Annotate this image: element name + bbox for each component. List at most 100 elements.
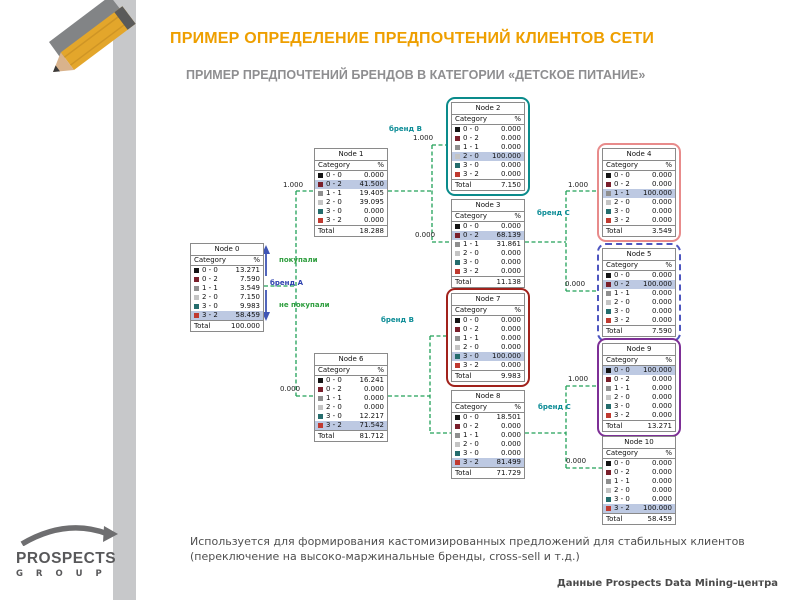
- brand-c-label: бренд C: [537, 209, 570, 217]
- category-color-swatch: [455, 224, 460, 229]
- node-column-headers: Category%: [315, 161, 387, 171]
- category-color-swatch: [606, 191, 611, 196]
- not-bought-label: не покупали: [279, 301, 330, 309]
- node-title: Node 1: [315, 149, 387, 161]
- category-color-swatch: [606, 182, 611, 187]
- category-color-swatch: [455, 251, 460, 256]
- pencil-wood-tip: [53, 52, 74, 72]
- edge-probability-label: 1.000: [413, 134, 434, 142]
- category-color-swatch: [606, 209, 611, 214]
- category-color-swatch: [318, 378, 323, 383]
- edge-probability-label: 0.000: [415, 231, 436, 239]
- category-color-swatch: [455, 154, 460, 159]
- category-color-swatch: [318, 387, 323, 392]
- category-color-swatch: [606, 291, 611, 296]
- node-title: Node 8: [452, 391, 524, 403]
- category-color-swatch: [606, 173, 611, 178]
- category-color-swatch: [455, 451, 460, 456]
- edge-probability-label: 1.000: [568, 375, 589, 383]
- category-color-swatch: [606, 479, 611, 484]
- category-color-swatch: [455, 460, 460, 465]
- node-title: Node 0: [191, 244, 263, 256]
- logo-swoosh-arrow-icon: [20, 525, 118, 547]
- edge-probability-label: 0.000: [566, 457, 587, 465]
- category-color-swatch: [606, 300, 611, 305]
- pencil-graphic: [49, 0, 136, 72]
- category-color-swatch: [455, 260, 460, 265]
- node-column-headers: Category%: [603, 449, 675, 459]
- bought-label: покупали: [279, 256, 318, 264]
- category-color-swatch: [455, 127, 460, 132]
- category-color-swatch: [318, 200, 323, 205]
- category-color-swatch: [606, 377, 611, 382]
- category-color-swatch: [606, 404, 611, 409]
- category-color-swatch: [455, 242, 460, 247]
- category-color-swatch: [194, 304, 199, 309]
- category-color-swatch: [318, 182, 323, 187]
- pencil-ferrule: [114, 6, 136, 30]
- data-source-credit: Данные Prospects Data Mining-центра: [556, 578, 778, 589]
- category-color-swatch: [606, 273, 611, 278]
- brand-c-label: бренд C: [538, 403, 571, 411]
- edge-probability-label: 0.000: [280, 385, 301, 393]
- category-color-swatch: [606, 497, 611, 502]
- category-color-swatch: [318, 423, 323, 428]
- category-color-swatch: [455, 327, 460, 332]
- category-color-swatch: [318, 218, 323, 223]
- category-color-swatch: [606, 368, 611, 373]
- brand-b-label: бренд B: [381, 316, 414, 324]
- node-title: Node 9: [603, 344, 675, 356]
- left-accent-bar: [113, 0, 136, 600]
- category-color-swatch: [606, 506, 611, 511]
- category-color-swatch: [455, 442, 460, 447]
- category-color-swatch: [455, 163, 460, 168]
- category-color-swatch: [455, 233, 460, 238]
- node-column-headers: Category%: [315, 366, 387, 376]
- node-title: Node 10: [603, 437, 675, 449]
- category-color-swatch: [455, 318, 460, 323]
